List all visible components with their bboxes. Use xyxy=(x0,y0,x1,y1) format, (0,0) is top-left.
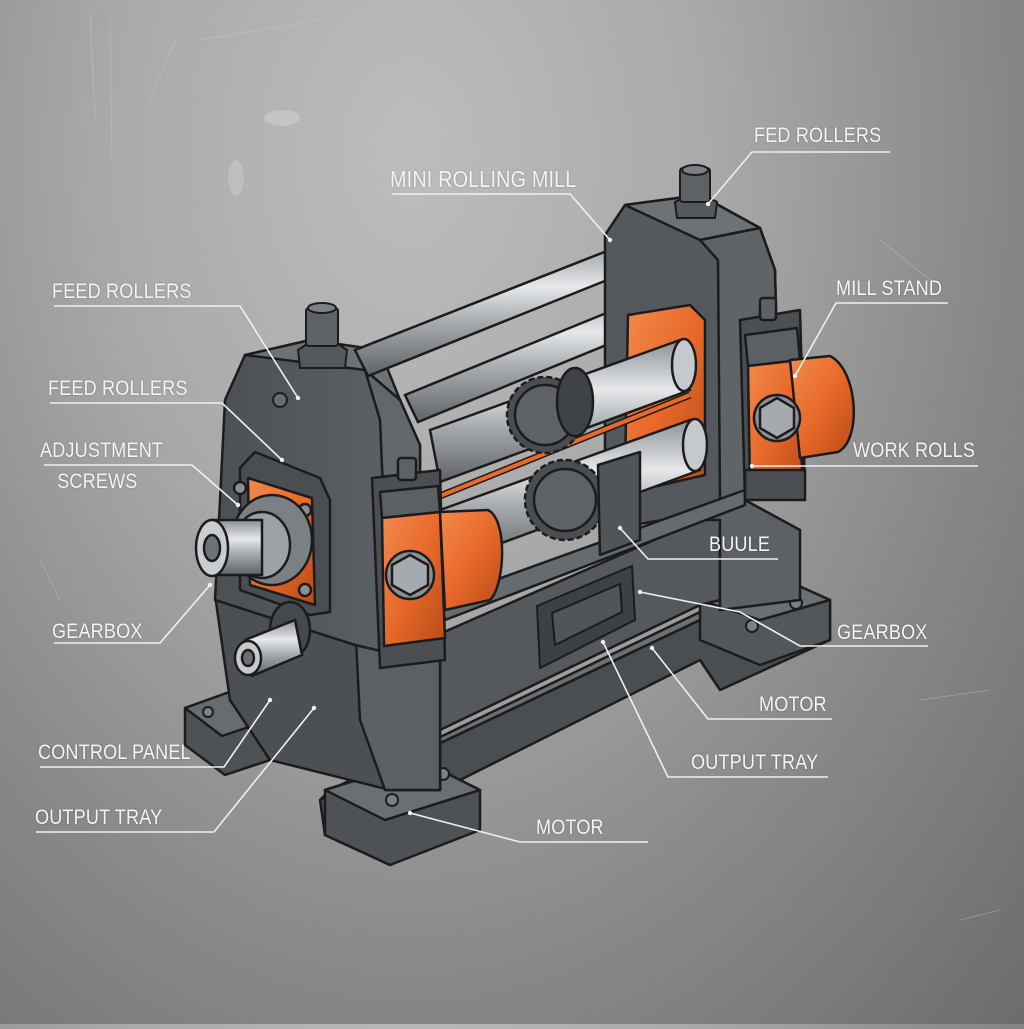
label-output-tray-left: OUTPUT TRAY xyxy=(35,806,163,829)
leader-dot-feed-rollers-2 xyxy=(279,457,285,463)
leader-dots xyxy=(207,201,798,816)
leader-line-output-tray-left xyxy=(36,707,315,833)
label-adjustment-screws: ADJUSTMENT SCREWS xyxy=(40,438,163,494)
leader-dot-fed-rollers xyxy=(705,201,711,207)
label-feed-rollers-1: FEED ROLLERS xyxy=(52,280,192,303)
leader-line-motor-bottom xyxy=(409,812,648,843)
leader-line-feed-rollers-2 xyxy=(50,402,283,461)
leader-line-title xyxy=(392,193,611,241)
adjustment-screw-left xyxy=(296,302,349,369)
leader-dot-feed-rollers-1 xyxy=(295,395,301,401)
texture-blob xyxy=(264,110,300,126)
adjustment-screw-right xyxy=(673,164,719,219)
leader-dot-motor-bottom xyxy=(407,810,413,816)
label-adjustment-line2: SCREWS xyxy=(57,470,138,494)
front-chock xyxy=(370,456,504,670)
leader-dot-gearbox-right xyxy=(637,589,643,595)
leader-dot-output-tray-left xyxy=(311,705,317,711)
label-adjustment-line1: ADJUSTMENT xyxy=(40,439,164,462)
housing-bolt xyxy=(272,392,288,408)
leader-line-motor-right xyxy=(651,647,832,720)
leader-dot-gearbox-left xyxy=(207,582,213,588)
leader-dot-adjustment-screws xyxy=(235,502,241,508)
label-mill-stand: MILL STAND xyxy=(836,277,943,300)
leader-dot-buule xyxy=(617,525,623,531)
gear-upper xyxy=(505,366,595,455)
label-fed-rollers: FED ROLLERS xyxy=(754,124,882,147)
leader-line-buule xyxy=(619,527,778,560)
background-texture xyxy=(39,9,1001,921)
right-chock xyxy=(738,296,855,500)
roll-frame xyxy=(438,450,747,622)
texture-blob xyxy=(228,160,244,196)
leader-dot-title xyxy=(607,237,613,243)
label-work-rolls: WORK ROLLS xyxy=(853,439,976,462)
leader-dot-motor-right xyxy=(649,645,655,651)
right-chock-base xyxy=(743,468,807,502)
left-shaft xyxy=(194,493,314,587)
label-motor-bottom: MOTOR xyxy=(536,816,604,839)
left-shaft-end xyxy=(233,600,312,678)
label-output-tray-right: OUTPUT TRAY xyxy=(691,751,819,774)
leader-line-gearbox-right xyxy=(639,591,928,647)
leader-lines xyxy=(36,151,978,843)
leader-line-adjustment-screws xyxy=(44,464,239,506)
label-buule: BUULE xyxy=(709,533,771,556)
label-control-panel: CONTROL PANEL xyxy=(38,741,191,764)
leader-dot-output-tray-right xyxy=(600,639,606,645)
leader-line-fed-rollers xyxy=(707,151,890,205)
nameplate xyxy=(535,564,637,670)
label-motor-right: MOTOR xyxy=(759,693,827,716)
label-gearbox-left: GEARBOX xyxy=(52,620,143,643)
label-feed-rollers-2: FEED ROLLERS xyxy=(48,377,188,400)
gear-lower xyxy=(523,458,607,542)
label-title: MINI ROLLING MILL xyxy=(390,166,577,192)
leader-dot-mill-stand xyxy=(792,373,798,379)
leader-line-control-panel xyxy=(40,699,271,768)
label-gearbox-right: GEARBOX xyxy=(837,621,928,644)
leader-line-output-tray-right xyxy=(602,641,828,778)
leader-line-feed-rollers-1 xyxy=(54,305,299,399)
leader-line-mill-stand xyxy=(794,302,948,377)
leader-dot-control-panel xyxy=(267,697,273,703)
leader-dot-work-rolls xyxy=(749,463,755,469)
leader-line-gearbox-left xyxy=(54,584,211,644)
